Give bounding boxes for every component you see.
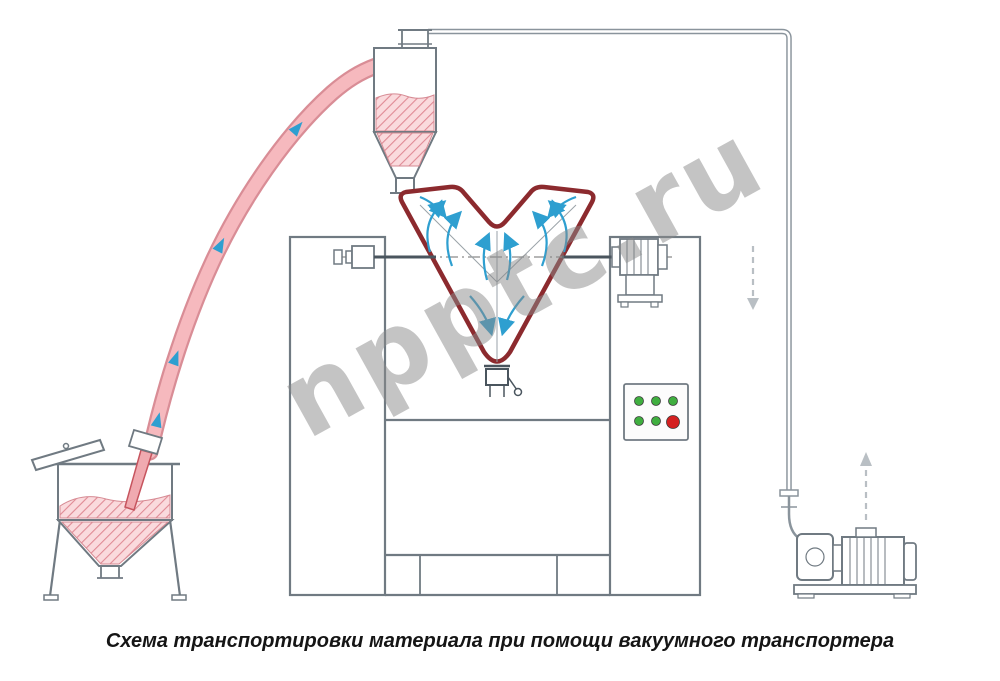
left-bearing (351, 245, 375, 269)
flow-arrow-icon (288, 121, 303, 137)
valve-body (485, 368, 509, 386)
panel-button-green[interactable] (651, 416, 661, 426)
pump-coupling (832, 544, 843, 572)
control-panel-plate (623, 383, 689, 441)
panel-button-green[interactable] (668, 396, 678, 406)
hopper-cone-material (60, 521, 170, 565)
pipe-fitting (779, 489, 799, 497)
flow-arrow-icon (212, 237, 225, 254)
dashed-arrow-down (747, 246, 759, 310)
pump-motor (841, 536, 905, 586)
hopper-leg (48, 519, 62, 597)
receiver-material (375, 93, 435, 132)
caption: Схема транспортировки материала при помо… (105, 630, 895, 652)
hose-clamp (127, 428, 164, 456)
agitator-motor (611, 238, 668, 308)
lid-knob (62, 442, 70, 450)
suction-lance (124, 428, 164, 511)
flow-arrow-icon (168, 350, 179, 367)
motor-end-cap (903, 542, 917, 581)
vacuum-transport-diagram: npptc.ru (30, 28, 917, 601)
outlet-valve (484, 364, 523, 397)
mixing-flow-arrows (419, 195, 577, 337)
panel-button-green[interactable] (634, 396, 644, 406)
frame-left-column (288, 235, 387, 597)
panel-button-green[interactable] (651, 396, 661, 406)
vacuum-pipe (428, 28, 801, 541)
vacuum-pump (793, 527, 917, 599)
pump-base (793, 584, 917, 595)
drive-assembly (333, 238, 672, 308)
cyclone-receiver (372, 29, 438, 194)
arrow-down-icon (747, 298, 759, 310)
valve-handle (513, 387, 523, 397)
dashed-arrow-up (860, 452, 872, 520)
hopper-lid (30, 438, 106, 472)
feed-hopper (30, 438, 187, 601)
hopper-material (59, 494, 171, 519)
flow-arrow-icon (150, 412, 162, 429)
panel-button-red-stop[interactable] (666, 415, 680, 429)
transport-hose (141, 57, 385, 461)
arrow-up-icon (860, 452, 872, 466)
hopper-leg (168, 519, 182, 597)
motor-terminal-box (855, 527, 877, 538)
pump-head (796, 533, 834, 581)
receiver-cone-material (376, 132, 434, 167)
control-panel (623, 383, 689, 441)
hose-flow-arrows (150, 121, 303, 429)
panel-button-green[interactable] (634, 416, 644, 426)
